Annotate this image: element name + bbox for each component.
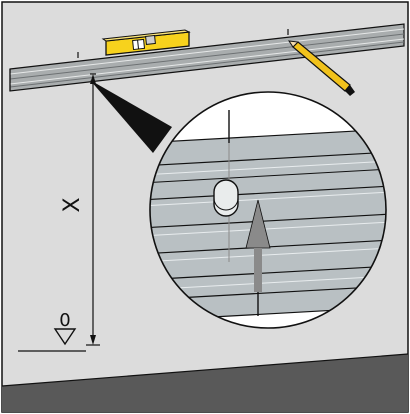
reference-label: 0	[59, 310, 70, 331]
magnifier	[149, 91, 387, 329]
floor	[2, 354, 408, 412]
arrow-up-icon	[245, 199, 271, 292]
triangle-down-icon	[53, 328, 77, 346]
zoom-cone	[90, 80, 172, 153]
distance-label: X	[60, 197, 85, 212]
ceiling-rail	[9, 23, 405, 92]
pencil-icon	[287, 40, 355, 96]
spirit-level-icon	[101, 29, 191, 56]
distance-dimension	[86, 73, 100, 346]
